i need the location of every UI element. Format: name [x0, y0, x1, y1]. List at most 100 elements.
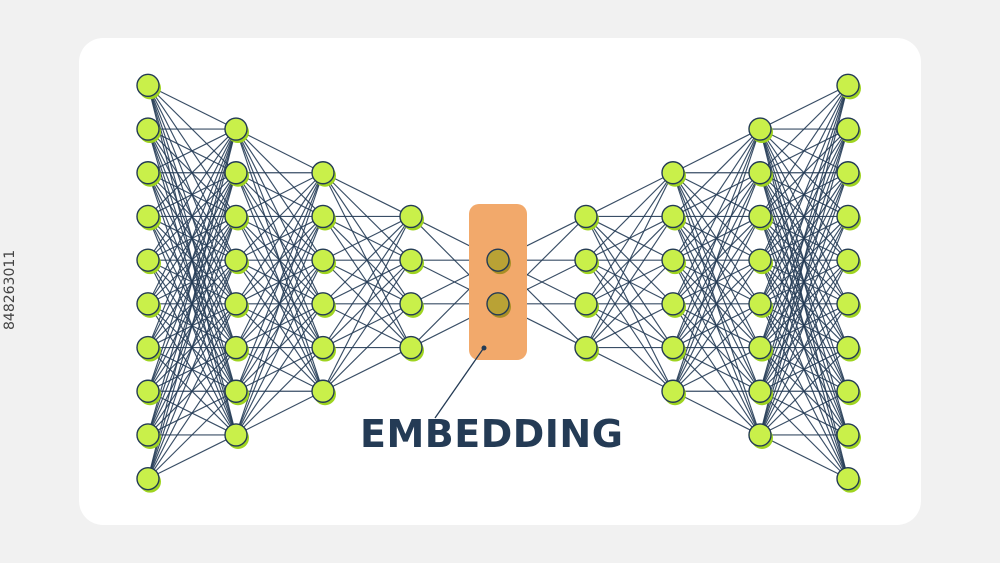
network-node [224, 117, 249, 144]
network-edge [235, 172, 324, 217]
network-edge [759, 216, 849, 436]
node-circle [574, 335, 598, 360]
network-node [748, 248, 773, 275]
network-edge [672, 390, 761, 436]
network-node [311, 292, 336, 318]
network-node [661, 335, 686, 362]
network-node [836, 117, 861, 144]
network-node [661, 161, 686, 187]
node-circle [748, 117, 772, 141]
network-node [311, 204, 336, 231]
network-edge [322, 347, 412, 392]
network-node [748, 292, 773, 318]
network-node [136, 161, 161, 187]
network-edge [585, 259, 674, 348]
network-edge [759, 172, 849, 436]
network-edge [235, 347, 324, 436]
node-circle [574, 248, 598, 272]
network-edge [585, 172, 674, 261]
node-circle [224, 292, 248, 316]
node-circle [836, 161, 860, 185]
network-node [136, 73, 161, 100]
network-node [836, 423, 861, 449]
network-node [224, 379, 249, 406]
network-edge [672, 128, 761, 305]
network-node [748, 335, 773, 362]
network-node [574, 335, 599, 362]
node-circle [486, 292, 510, 316]
network-edge [672, 128, 761, 348]
node-circle [399, 204, 423, 229]
node-circle [836, 335, 860, 360]
node-circle [748, 292, 772, 316]
network-edge [235, 303, 324, 436]
network-edge [147, 347, 237, 479]
node-circle [224, 117, 248, 141]
network-edge [147, 128, 237, 174]
network-edge [147, 303, 237, 479]
network-node [224, 423, 249, 449]
node-circle [136, 161, 160, 185]
network-edge [235, 172, 324, 392]
node-circle [836, 204, 860, 229]
network-edge [672, 216, 761, 392]
embedding-highlight-box [469, 204, 527, 360]
network-edge [672, 259, 761, 392]
network-edge [759, 85, 849, 217]
network-node [224, 204, 249, 231]
node-circle [136, 379, 160, 403]
network-node [661, 379, 686, 406]
network-edge [322, 259, 412, 392]
network-edge [235, 172, 324, 348]
network-node [136, 117, 161, 144]
network-node [136, 379, 161, 406]
network-edges [147, 84, 849, 480]
network-edge [585, 216, 674, 348]
network-node [136, 466, 161, 493]
network-edge [147, 128, 237, 479]
node-circle [748, 204, 772, 229]
network-edge [759, 85, 849, 348]
embedding-node [486, 248, 511, 275]
embedding-pointer-dot [481, 345, 487, 351]
network-edge [585, 172, 674, 305]
network-edge [322, 216, 412, 305]
network-edge [147, 390, 237, 480]
network-edge [322, 216, 412, 348]
node-circle [836, 117, 860, 141]
network-node [574, 248, 599, 275]
node-circle [224, 161, 248, 185]
embedding-label: EMBEDDING [360, 412, 624, 456]
network-edge [235, 172, 324, 261]
network-edge [759, 85, 849, 392]
network-node [836, 248, 861, 275]
network-edge [759, 85, 849, 436]
node-circle [136, 423, 160, 447]
network-edge [235, 390, 324, 436]
network-node [748, 117, 773, 144]
node-circle [661, 335, 685, 360]
node-circle [574, 204, 598, 229]
network-nodes [136, 73, 861, 493]
network-edge [585, 172, 674, 348]
node-circle [661, 204, 685, 229]
node-circle [836, 466, 860, 491]
network-node [224, 335, 249, 362]
network-edge [147, 434, 237, 480]
network-edge [672, 128, 761, 174]
network-node [748, 423, 773, 449]
node-circle [224, 248, 248, 272]
node-circle [661, 292, 685, 316]
network-node [661, 204, 686, 231]
network-edge [322, 303, 412, 392]
network-edge [235, 172, 324, 305]
stock-id-watermark: 848263011 [2, 249, 18, 330]
network-edge [322, 215, 412, 261]
network-node [311, 335, 336, 362]
network-node [836, 379, 861, 406]
node-circle [136, 73, 160, 98]
network-node [224, 292, 249, 318]
network-edge [759, 84, 849, 174]
node-circle [748, 335, 772, 360]
